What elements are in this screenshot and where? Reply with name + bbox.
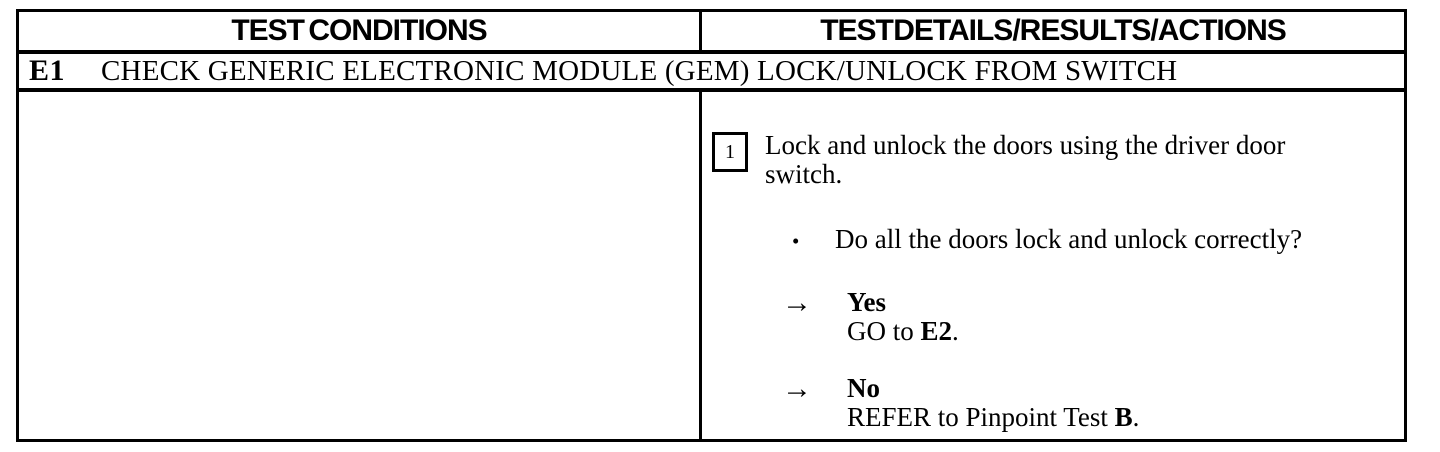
test-conditions-cell	[19, 92, 702, 439]
step-number-box: 1	[712, 132, 748, 172]
result-no-answer: No	[847, 373, 880, 403]
question-line: • Do all the doors lock and unlock corre…	[712, 225, 1386, 256]
question-text: Do all the doors lock and unlock correct…	[835, 224, 1303, 254]
header-test-details-results-actions: TEST DETAILS/RESULTS/ACTIONS	[820, 14, 1287, 47]
result-yes-action-suffix: .	[952, 316, 959, 346]
result-no-body: No REFER to Pinpoint Test B.	[847, 374, 1139, 432]
table-body-row: 1 Lock and unlock the doors using the dr…	[19, 92, 1404, 439]
result-yes-action-prefix: GO to	[847, 316, 921, 346]
step-1: 1 Lock and unlock the doors using the dr…	[712, 131, 1386, 189]
result-yes: → Yes GO to E2.	[712, 288, 1386, 346]
result-yes-answer: Yes	[847, 287, 886, 317]
pinpoint-test-table: TEST CONDITIONS TEST DETAILS/RESULTS/ACT…	[16, 9, 1407, 442]
arrow-right-icon: →	[782, 286, 812, 319]
test-step-title-row: E1 CHECK GENERIC ELECTRONIC MODULE (GEM)…	[19, 54, 1404, 92]
result-no: → No REFER to Pinpoint Test B.	[712, 374, 1386, 432]
result-yes-action-ref: E2	[920, 316, 953, 346]
result-no-action-prefix: REFER to Pinpoint Test	[847, 402, 1115, 432]
result-no-action-ref: B	[1114, 402, 1133, 432]
result-no-action-suffix: .	[1132, 402, 1140, 432]
result-no-action: REFER to Pinpoint Test B.	[847, 403, 1139, 432]
test-step-title: CHECK GENERIC ELECTRONIC MODULE (GEM) LO…	[101, 54, 1178, 87]
result-yes-action: GO to E2.	[847, 317, 959, 346]
step-instruction-text: Lock and unlock the doors using the driv…	[765, 130, 1286, 189]
test-step-id: E1	[29, 54, 66, 87]
result-yes-body: Yes GO to E2.	[847, 288, 959, 346]
table-header-row: TEST CONDITIONS TEST DETAILS/RESULTS/ACT…	[19, 12, 1404, 54]
arrow-right-icon: →	[782, 372, 812, 405]
header-test-conditions: TEST CONDITIONS	[19, 12, 702, 50]
bullet-icon: •	[792, 229, 800, 253]
test-details-cell: 1 Lock and unlock the doors using the dr…	[702, 92, 1404, 439]
